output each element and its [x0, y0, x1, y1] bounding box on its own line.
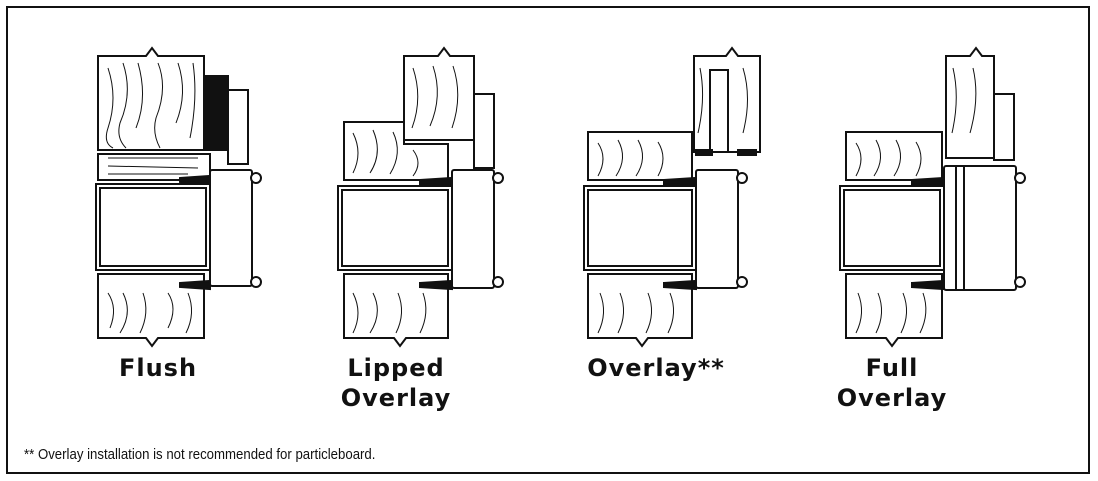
label-overlay: Overlay**	[587, 354, 725, 382]
overlay-hinge-plate	[695, 169, 739, 289]
lipped-top-frame	[403, 46, 475, 141]
label-full-overlay: Full Overlay	[836, 354, 948, 412]
overlay-screw-bottom	[663, 279, 697, 291]
full-hinge-cup	[839, 185, 945, 271]
full-top-frame	[945, 46, 995, 159]
flush-diagram	[95, 46, 1026, 348]
overlay-door-slot	[709, 69, 729, 153]
full-upper-board	[845, 131, 943, 181]
flush-door-edge	[203, 75, 229, 151]
lipped-hinge-cup	[337, 185, 453, 271]
flush-pin-top	[250, 172, 262, 184]
lipped-upper-board	[343, 121, 449, 181]
lipped-hinge-plate	[451, 169, 495, 289]
flush-top-frame	[97, 46, 205, 151]
flush-pin-bottom	[250, 276, 262, 288]
full-door-panel	[993, 93, 1015, 161]
lipped-door-panel	[473, 93, 495, 169]
overlay-screw-top	[663, 176, 697, 188]
flush-cup-inner	[99, 187, 207, 267]
full-screw-top	[911, 176, 945, 188]
flush-hinge-plate	[209, 169, 253, 287]
overlay-black-strip-right	[737, 149, 757, 156]
flush-screw-top	[179, 174, 211, 186]
label-lipped-overlay: Lipped Overlay	[340, 354, 452, 412]
flush-door-panel	[227, 89, 249, 165]
overlay-upper-board	[587, 131, 693, 181]
lipped-screw-bottom	[419, 279, 453, 291]
flush-hinge-cup	[95, 183, 211, 271]
overlay-hinge-cup	[583, 185, 697, 271]
full-screw-bottom	[911, 279, 945, 291]
full-hinge-plate	[943, 165, 1017, 291]
footnote: ** Overlay installation is not recommend…	[24, 446, 376, 463]
overlay-black-strip-left	[695, 149, 713, 156]
figure-frame: Flush Lipped Overlay Overlay** Full Over…	[6, 6, 1090, 474]
flush-screw-bottom	[179, 279, 211, 291]
lipped-screw-top	[419, 176, 453, 188]
label-flush: Flush	[118, 354, 198, 382]
